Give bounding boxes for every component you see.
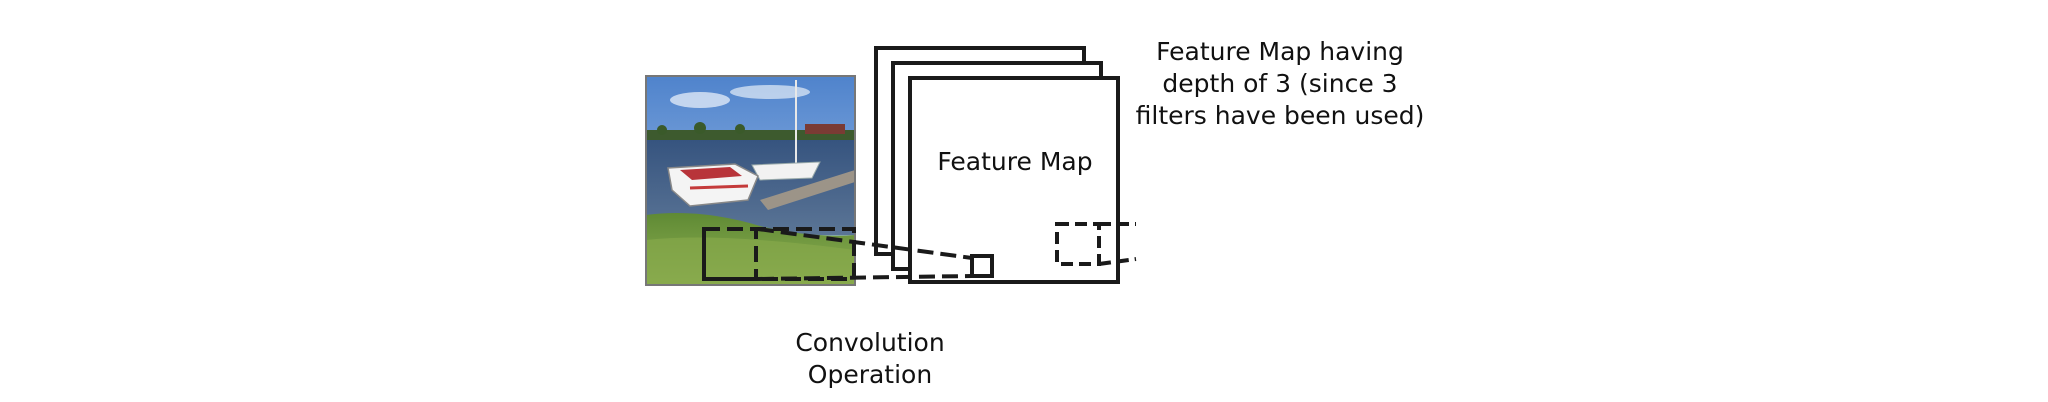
feature-map-stack [874,46,1120,284]
next-window [1055,222,1137,266]
convolution-label-line-2: Operation [807,360,933,389]
depth-note: Feature Map having depth of 3 (since 3 f… [1120,36,1440,132]
depth-note-line-1: Feature Map having [1156,37,1404,66]
feature-map-label: Feature Map [937,147,1093,176]
convolution-label: Convolution Operation [770,327,970,391]
filter-window-outer [702,227,856,281]
depth-note-line-3: filters have been used) [1135,101,1425,130]
depth-note-line-2: depth of 3 (since 3 [1162,69,1398,98]
next-window-line-bottom [1098,257,1137,266]
projection-line-top [757,227,973,260]
feature-map-layer-1 [908,76,1120,284]
input-image-frame [645,75,856,286]
boat-photo-icon [646,76,855,285]
projection-line-bottom [757,274,973,281]
output-cell [970,254,994,278]
filter-window-inner [702,227,758,281]
next-window-box [1055,222,1101,266]
receptive-field [702,227,973,281]
convolution-label-line-1: Convolution [795,328,945,357]
